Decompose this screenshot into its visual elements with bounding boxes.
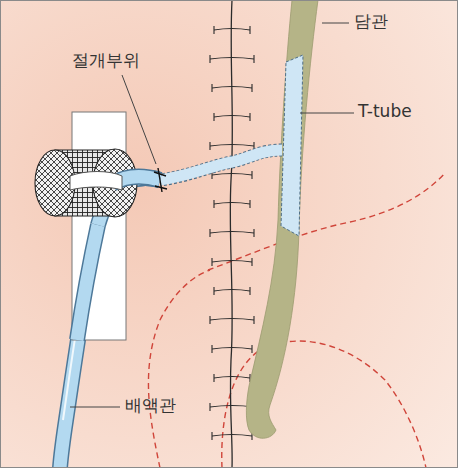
gauze-roll: [35, 149, 160, 217]
t-tube: [160, 55, 303, 236]
drawing-part: [208, 172, 446, 270]
stitch: [212, 348, 252, 350]
stitch-end: [214, 374, 250, 382]
stitch-end: [212, 171, 252, 179]
stitch-end: [214, 113, 250, 121]
suture-stitches: [210, 26, 254, 440]
adhesive-tape: [72, 112, 160, 340]
stitch: [214, 29, 250, 31]
stitch-end: [212, 258, 252, 266]
drawing-part: [160, 150, 282, 180]
drawing-part: [300, 113, 354, 114]
stitch-end: [210, 316, 254, 324]
drawing-part: [77, 225, 98, 340]
drawing-part: [70, 172, 122, 191]
stitch: [212, 261, 252, 263]
bile-duct: [246, 0, 318, 438]
leader-lines: [70, 23, 354, 407]
stitch-end: [210, 229, 254, 237]
incision-mark: [154, 168, 167, 192]
drawing-part: [158, 168, 162, 192]
drawing-part: [154, 172, 167, 189]
stitch-end: [212, 84, 252, 92]
stitch: [210, 58, 254, 60]
drawing-part: [35, 150, 75, 216]
stitch-end: [214, 200, 250, 208]
stitch: [212, 87, 252, 89]
stitch: [210, 319, 254, 321]
drawing-part: [77, 225, 98, 340]
part-label: 배액관: [125, 395, 176, 415]
drawing-part: [322, 23, 349, 24]
drawing-part: [122, 75, 156, 164]
part-label: 절개부위: [72, 50, 140, 70]
stitch-end: [214, 26, 250, 34]
stitch-end: [212, 345, 252, 353]
drawing-part: [148, 270, 210, 468]
drawing-part: [72, 112, 126, 340]
drawing-part: [281, 55, 303, 236]
stitch: [210, 232, 254, 234]
stitch-end: [214, 287, 250, 295]
stitch-end: [212, 432, 252, 440]
stitch-end: [210, 142, 254, 150]
stitch: [214, 116, 250, 118]
stitch: [212, 174, 252, 176]
drawing-part: [246, 0, 318, 438]
stitch-end: [210, 55, 254, 63]
stitch: [212, 435, 252, 437]
stitch: [214, 377, 250, 379]
stitch: [214, 203, 250, 205]
part-label: 담관: [354, 11, 388, 31]
stitch: [214, 290, 250, 292]
drawing-part: [230, 0, 232, 468]
drawing-part: [70, 407, 120, 408]
suture-line: [230, 0, 232, 468]
drawing-part: [160, 150, 282, 180]
stitch: [210, 145, 254, 147]
part-label: T-tube: [358, 101, 412, 121]
